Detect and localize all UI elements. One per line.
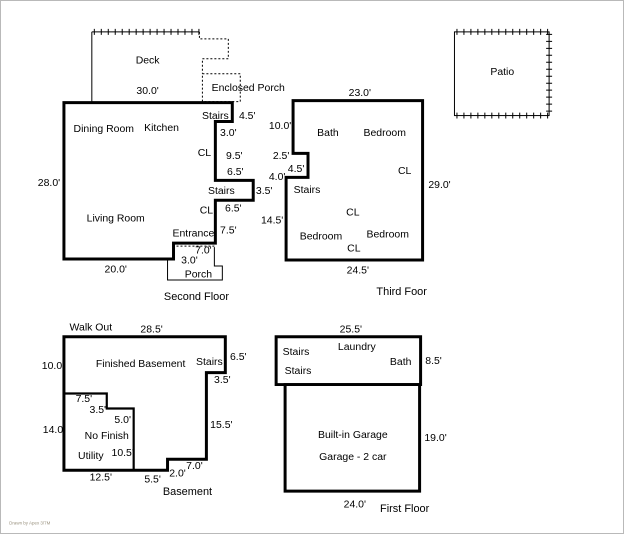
dimension-label: 6.5': [225, 204, 242, 215]
room-label: Dining Room: [74, 124, 135, 135]
dimension-label: 28.5': [140, 324, 162, 335]
second-floor-walls: [62, 101, 255, 261]
room-label: Built-in Garage: [318, 430, 388, 441]
second-floor-plan: [62, 28, 255, 281]
basement-walls: [62, 335, 227, 472]
first-floor-plan: [274, 335, 423, 493]
dimension-label: 3.5': [214, 375, 231, 386]
dimension-label: 15.5': [210, 420, 232, 431]
dimension-label: 2.5': [273, 151, 290, 162]
patio-outline: [453, 31, 550, 117]
dimension-label: 3.5': [90, 405, 107, 416]
basement-plan: [62, 335, 227, 472]
dimension-label: 7.0': [186, 461, 203, 472]
room-label: Bath: [390, 357, 412, 368]
room-label: Enclosed Porch: [212, 83, 285, 94]
patio-plan: [453, 28, 553, 119]
room-label: Bath: [317, 128, 339, 139]
dimension-label: 30.0': [136, 86, 158, 97]
dimension-label: 10.5': [112, 448, 134, 459]
dimension-label: 28.0': [38, 178, 60, 189]
room-label: Living Room: [87, 214, 145, 225]
room-label: Stairs: [208, 186, 235, 197]
dimension-label: 14.0': [43, 425, 65, 436]
room-label: Entrance: [173, 229, 215, 240]
dimension-label: 6.5': [230, 352, 247, 363]
dimension-label: 5.5': [144, 475, 161, 486]
floor-title: First Floor: [380, 503, 430, 515]
dimension-label: 4.5': [239, 111, 256, 122]
deck-step-edge: [198, 31, 229, 74]
room-label: Stairs: [285, 366, 312, 377]
dimension-label: 8.5': [425, 356, 442, 367]
garage-walls: [283, 383, 422, 493]
room-label: CL: [200, 206, 214, 217]
dimension-label: 3.0': [181, 256, 198, 267]
room-label: Walk Out: [70, 322, 113, 333]
room-label: Kitchen: [144, 123, 179, 134]
room-label: CL: [347, 244, 361, 255]
dimension-label: 6.5': [227, 167, 244, 178]
watermark: Drawn by Apex 3/7M: [9, 521, 51, 526]
dimension-label: 4.5': [288, 164, 305, 175]
dimension-label: 25.5': [340, 324, 362, 335]
dimension-label: 7.0': [195, 246, 212, 257]
dimension-label: 19.0': [424, 433, 446, 444]
room-label: Porch: [185, 269, 212, 280]
room-label: Bedroom: [364, 128, 407, 139]
floor-title: Basement: [163, 486, 212, 498]
floor-title: Third Foor: [376, 286, 427, 298]
room-label: Utility: [78, 451, 104, 462]
room-label: Laundry: [338, 342, 377, 353]
room-label: No Finish: [85, 431, 129, 442]
room-label: Finished Basement: [96, 359, 186, 370]
room-label: Stairs: [196, 357, 223, 368]
dimension-label: 29.0': [428, 180, 450, 191]
dimension-label: 23.0': [349, 88, 371, 99]
patio-labels: Patio: [490, 67, 514, 78]
room-label: Garage - 2 car: [319, 452, 387, 463]
dimension-label: 5.0': [114, 415, 131, 426]
floor-title: Second Floor: [164, 291, 229, 303]
room-label: Bedroom: [367, 230, 410, 241]
room-label: Stairs: [283, 347, 310, 358]
dimension-label: 3.0': [220, 128, 237, 139]
room-label: Stairs: [202, 111, 229, 122]
dimension-label: 4.0': [269, 172, 286, 183]
dimension-label: 24.5': [347, 265, 369, 276]
room-label: CL: [346, 208, 360, 219]
porch-outline: [167, 247, 223, 281]
dimension-label: 3.5': [256, 186, 273, 197]
room-label: Stairs: [294, 185, 321, 196]
enclosed-porch-outline: [201, 73, 241, 103]
dimension-label: 2.0': [169, 469, 186, 480]
dimension-label: 7.5': [76, 394, 93, 405]
dimension-label: 10.0': [42, 361, 64, 372]
room-label: Deck: [136, 55, 161, 66]
dimension-label: 12.5': [90, 473, 112, 484]
dimension-label: 10.0': [269, 121, 291, 132]
basement-interior-wall: [63, 392, 135, 471]
room-label: CL: [198, 148, 212, 159]
dimension-label: 14.5': [261, 216, 283, 227]
third-floor-plan: [284, 99, 425, 262]
room-label: CL: [398, 166, 412, 177]
dimension-label: 9.5': [226, 151, 243, 162]
dimension-label: 7.5': [220, 226, 237, 237]
dimension-label: 20.0': [105, 264, 127, 275]
room-label: Patio: [490, 67, 514, 78]
dimension-label: 24.0': [344, 500, 366, 511]
room-label: Bedroom: [300, 232, 343, 243]
third-floor-walls: [284, 99, 425, 262]
